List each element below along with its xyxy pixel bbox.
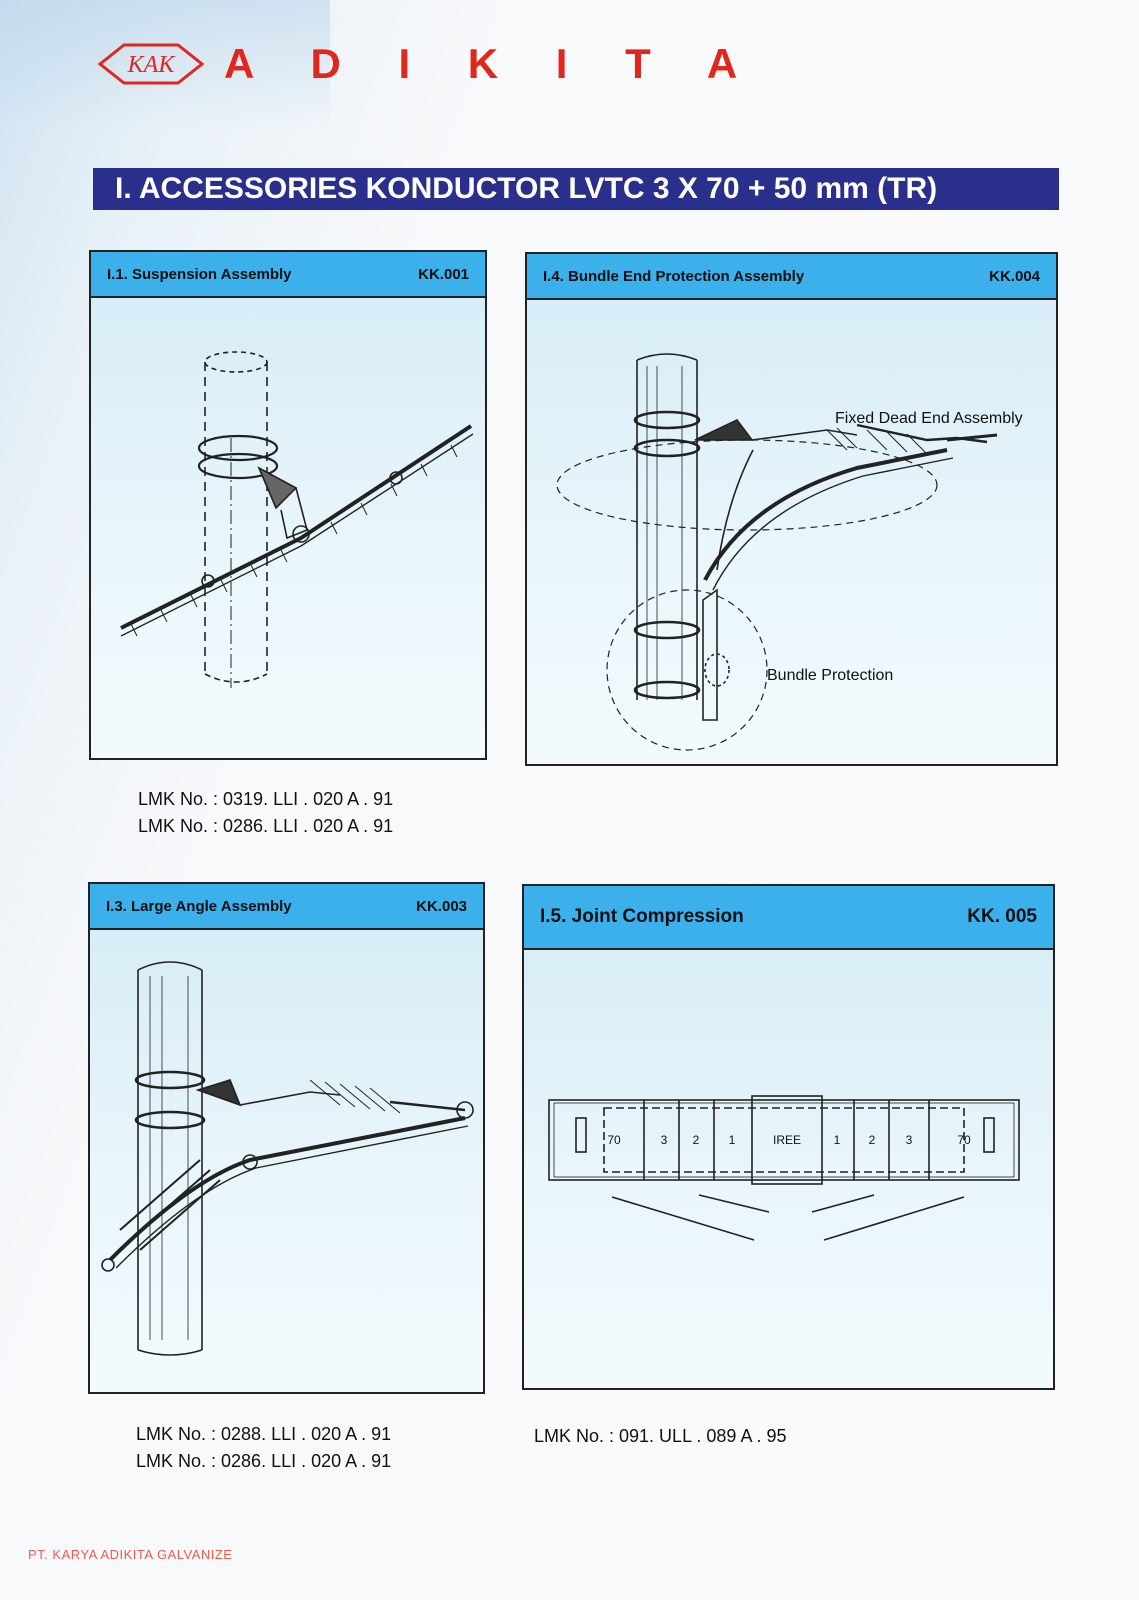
panel-code: KK.001 — [418, 265, 469, 283]
joint-label: IREE — [773, 1133, 801, 1147]
panel-suspension-assembly: I.1. Suspension Assembly KK.001 — [89, 250, 487, 760]
panel-code: KK. 005 — [967, 906, 1037, 927]
panel-large-angle-assembly: I.3. Large Angle Assembly KK.003 — [88, 882, 485, 1394]
joint-label: 3 — [906, 1133, 913, 1147]
corner-decoration — [0, 0, 330, 130]
lmk-line: LMK No. : 0319. LLI . 020 A . 91 — [138, 789, 394, 809]
joint-label: 1 — [729, 1133, 736, 1147]
panel-header: I.4. Bundle End Protection Assembly KK.0… — [527, 254, 1056, 300]
panel-header: I.1. Suspension Assembly KK.001 — [91, 252, 485, 298]
label-fixed-dead-end: Fixed Dead End Assembly — [835, 410, 1023, 427]
section-title: I. ACCESSORIES KONDUCTOR LVTC 3 X 70 + 5… — [93, 168, 1059, 210]
panel-title: I.5. Joint Compression — [540, 906, 744, 927]
joint-label: 2 — [693, 1133, 700, 1147]
joint-label: 70 — [607, 1133, 621, 1147]
panel-header: I.5. Joint Compression KK. 005 — [524, 886, 1053, 950]
joint-label: 2 — [869, 1133, 876, 1147]
panel-title: I.1. Suspension Assembly — [107, 265, 292, 283]
panel-bundle-end-protection: I.4. Bundle End Protection Assembly KK.0… — [525, 252, 1058, 766]
panel-title: I.4. Bundle End Protection Assembly — [543, 267, 805, 285]
joint-label: 1 — [834, 1133, 841, 1147]
footer-company: PT. KARYA ADIKITA GALVANIZE — [28, 1547, 233, 1562]
lmk-joint: LMK No. : 091. ULL . 089 A . 95 — [534, 1423, 787, 1450]
joint-label: 3 — [661, 1133, 668, 1147]
joint-compression-diagram: 70 3 2 1 IREE 1 2 3 70 — [548, 1095, 1020, 1241]
bundle-end-protection-diagram: Fixed Dead End Assembly Bundle Protectio… — [556, 353, 1023, 751]
lmk-suspension: LMK No. : 0319. LLI . 020 A . 91 LMK No.… — [138, 786, 393, 840]
panel-code: KK.003 — [416, 897, 467, 915]
panel-title: I.3. Large Angle Assembly — [106, 897, 292, 915]
brand-name: A D I K I T A — [224, 40, 761, 87]
lmk-large-angle: LMK No. : 0288. LLI . 020 A . 91 LMK No.… — [136, 1421, 391, 1475]
kak-logo-icon: KAK — [97, 43, 205, 85]
lmk-line: LMK No. : 091. ULL . 089 A . 95 — [534, 1426, 787, 1446]
joint-label: 70 — [957, 1133, 971, 1147]
lmk-line: LMK No. : 0288. LLI . 020 A . 91 — [136, 1424, 392, 1444]
suspension-assembly-diagram — [120, 351, 474, 688]
large-angle-assembly-diagram — [101, 961, 474, 1356]
label-bundle-protection: Bundle Protection — [767, 667, 893, 684]
panel-code: KK.004 — [989, 267, 1040, 285]
panel-joint-compression: I.5. Joint Compression KK. 005 70 3 2 1 — [522, 884, 1055, 1390]
panel-header: I.3. Large Angle Assembly KK.003 — [90, 884, 483, 930]
logo: KAK A D I K I T A — [96, 40, 760, 88]
lmk-line: LMK No. : 0286. LLI . 020 A . 91 — [138, 816, 394, 836]
lmk-line: LMK No. : 0286. LLI . 020 A . 91 — [136, 1451, 392, 1471]
svg-text:KAK: KAK — [127, 52, 177, 78]
